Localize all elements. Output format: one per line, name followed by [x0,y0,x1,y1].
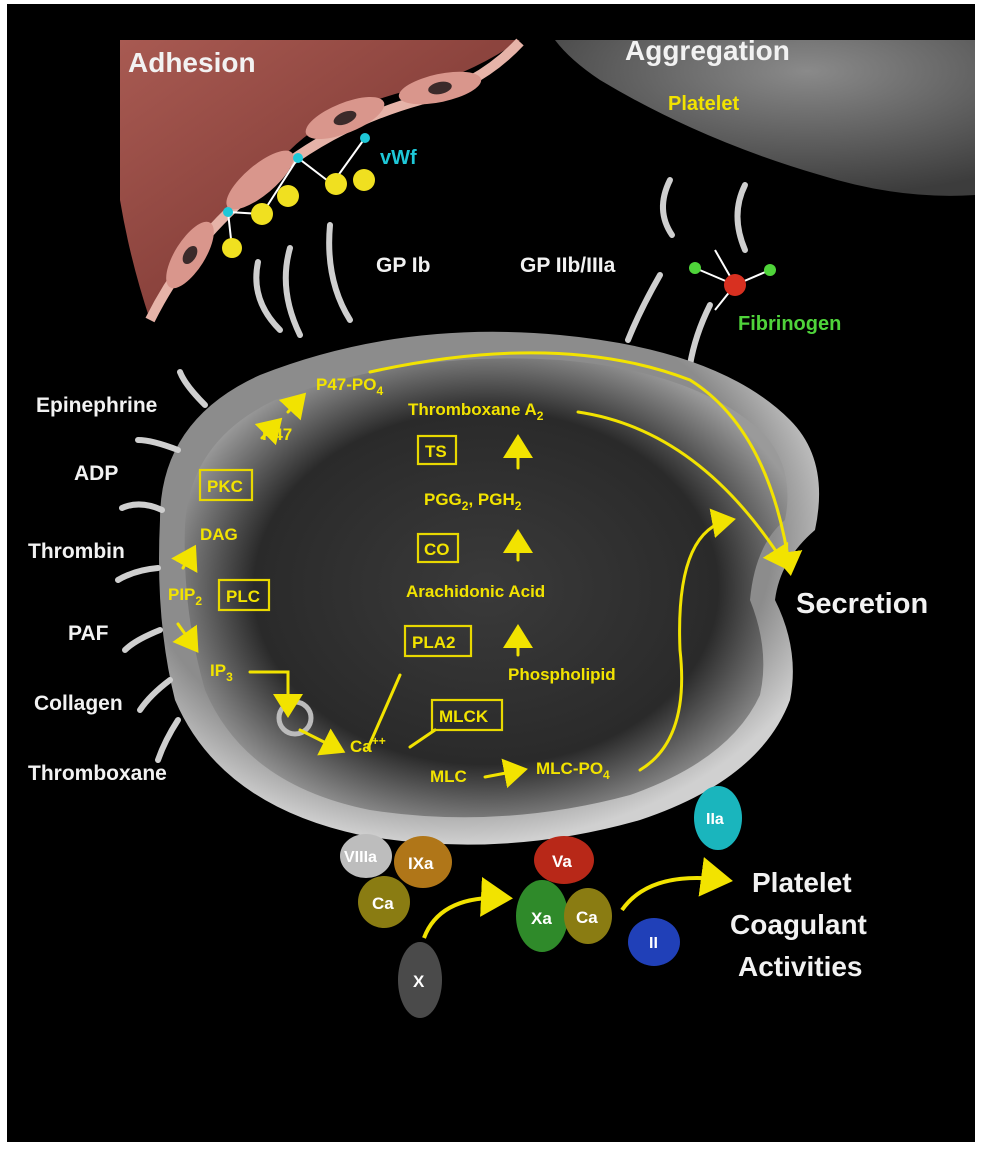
pla2-label: PLA2 [412,633,455,652]
svg-text:Ca: Ca [372,894,394,913]
arachidonic-acid-label: Arachidonic Acid [406,582,545,601]
agonist-label-collagen: Collagen [34,692,123,715]
mlc-label: MLC [430,767,467,786]
p47-label: P47 [262,425,292,444]
svg-text:II: II [649,935,658,952]
vwf-label: vWf [380,147,417,169]
svg-text:Va: Va [552,852,572,871]
agonist-label-paf: PAF [68,622,109,645]
co-label: CO [424,540,450,559]
gp-ib-label: GP Ib [376,254,430,277]
gp-iib-iiia-label: GP IIb/IIIa [520,254,616,277]
svg-text:IXa: IXa [408,854,434,873]
phospholipid-label: Phospholipid [508,665,616,684]
pkc-label: PKC [207,477,243,496]
ts-label: TS [425,442,447,461]
svg-text:IIa: IIa [706,811,724,828]
secretion-label: Secretion [796,588,928,620]
fibrinogen-label: Fibrinogen [738,313,841,335]
aggregation-header: Aggregation [625,35,790,66]
plc-label: PLC [226,587,260,606]
coagulant-activities-line3: Activities [738,951,863,982]
svg-text:VIIIa: VIIIa [344,849,377,866]
dag-label: DAG [200,525,238,544]
svg-text:X: X [413,972,425,991]
platelet-label: Platelet [668,93,739,115]
coagulant-activities-line2: Coagulant [730,909,867,940]
coagulant-activities-line1: Platelet [752,867,852,898]
svg-text:Ca: Ca [576,908,598,927]
mlck-label: MLCK [439,707,489,726]
agonist-label-thromboxane: Thromboxane [28,762,167,785]
adhesion-header: Adhesion [128,47,256,78]
agonist-label-adp: ADP [74,462,118,485]
agonist-label-epinephrine: Epinephrine [36,394,157,417]
agonist-label-thrombin: Thrombin [28,540,125,563]
svg-text:Xa: Xa [531,909,552,928]
